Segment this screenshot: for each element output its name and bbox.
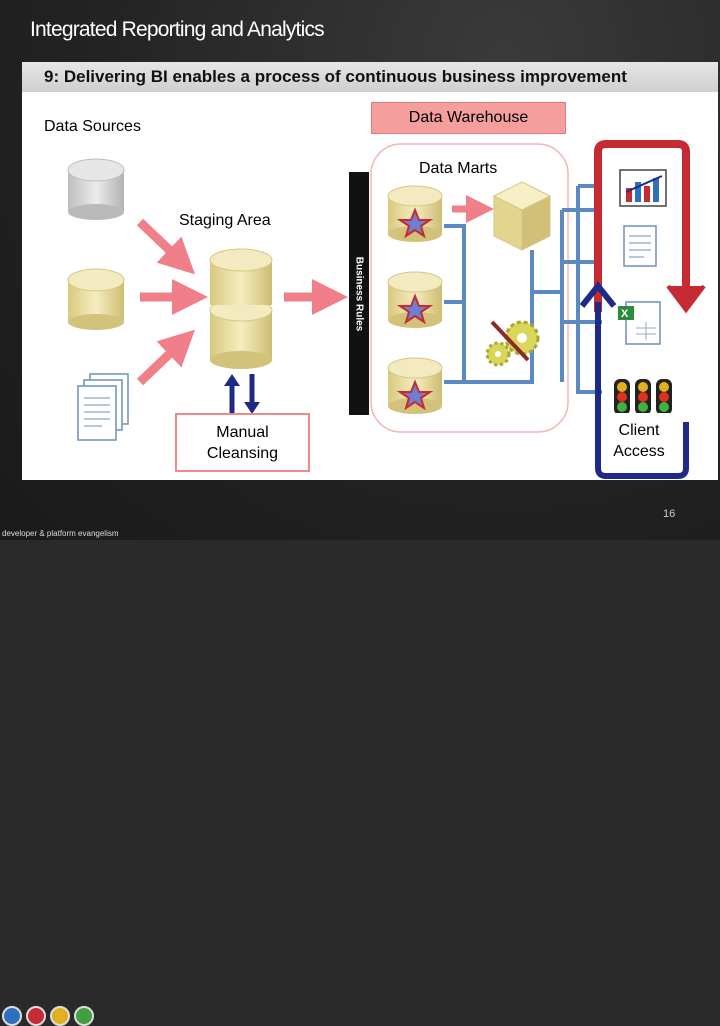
footer-logo-icon — [2, 1006, 22, 1026]
data-mart-icon — [387, 271, 443, 328]
footer: developer & platform evangelism — [0, 500, 720, 1026]
footer-caption: developer & platform evangelism — [2, 529, 119, 538]
chart-report-icon — [619, 169, 667, 207]
document-report-icon — [623, 225, 657, 267]
source-database-icon — [67, 158, 125, 220]
manual-cleansing-box: Manual Cleansing — [175, 413, 310, 472]
client-access-line1: Client — [618, 421, 660, 439]
manual-cleansing-line1: Manual — [216, 423, 269, 441]
data-sources-label: Data Sources — [44, 118, 141, 135]
footer-logo-icon — [74, 1006, 94, 1026]
status-indicators-icon — [614, 379, 672, 415]
documents-icon — [77, 373, 129, 441]
subtitle-bar: 9: Delivering BI enables a process of co… — [22, 62, 718, 92]
data-warehouse-box: Data Warehouse — [371, 102, 566, 134]
manual-cleansing-line2: Cleansing — [206, 444, 279, 462]
footer-logo-icon — [26, 1006, 46, 1026]
page-number: 16 — [663, 508, 676, 520]
slide-title: Integrated Reporting and Analytics — [30, 18, 325, 41]
source-to-staging-arrow — [136, 218, 196, 275]
source-to-staging-arrow — [136, 329, 196, 386]
slide-subtitle: 9: Delivering BI enables a process of co… — [44, 67, 627, 86]
gears-icon — [485, 320, 540, 367]
client-access-box: Client Access — [602, 413, 676, 468]
diagram-graphics: X — [67, 140, 706, 479]
footer-logo-icon — [50, 1006, 70, 1026]
data-marts-label: Data Marts — [419, 160, 498, 177]
cleansing-arrows-icon — [224, 374, 260, 414]
business-rules-label: Business Rules — [353, 256, 365, 332]
spreadsheet-icon: X — [618, 301, 661, 345]
staging-area-label: Staging Area — [179, 212, 271, 229]
source-database-icon — [67, 268, 125, 330]
data-warehouse-label: Data Warehouse — [408, 109, 529, 126]
feedback-loop-red-arrow — [594, 140, 706, 314]
svg-text:X: X — [621, 308, 629, 320]
data-mart-icon — [387, 357, 443, 414]
diagram-canvas: X Data Sources Data Warehouse Data Marts… — [22, 92, 718, 480]
client-access-line2: Access — [613, 442, 665, 460]
staging-database-icon — [209, 248, 273, 369]
feedback-loop-navy-arrow — [579, 281, 689, 479]
data-warehouse-cube-icon — [492, 181, 552, 251]
business-rules-bar — [349, 172, 369, 415]
data-mart-icon — [387, 185, 443, 242]
